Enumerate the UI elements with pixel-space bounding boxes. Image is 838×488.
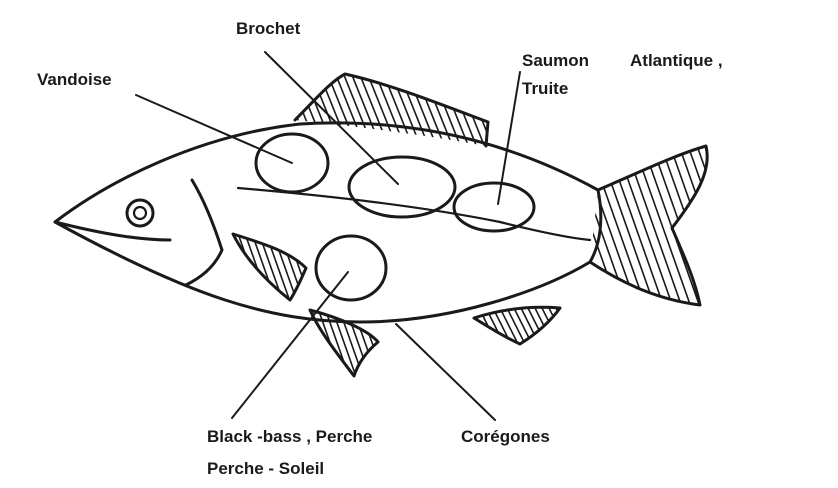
hatch-line (569, 140, 629, 310)
hatch-line (442, 60, 482, 160)
label-coregones: Corégones (461, 427, 550, 446)
hatch-line (249, 225, 279, 310)
hatch-line (357, 300, 387, 385)
hatch-line (266, 60, 306, 160)
hatch-line (713, 140, 773, 310)
hatch-line (596, 140, 656, 310)
eye (127, 200, 153, 226)
leader-coregones (396, 324, 495, 420)
hatch-line (362, 60, 402, 160)
oval-saumon-truite (454, 183, 534, 231)
hatch-line (402, 60, 442, 160)
hatch-line (614, 140, 674, 310)
label-truite: Truite (522, 79, 568, 98)
hatch-line (250, 60, 290, 160)
hatch-line (410, 60, 450, 160)
hatch-line (322, 300, 352, 385)
hatch-line (566, 300, 591, 350)
gill-cover (186, 180, 222, 285)
oval-brochet (349, 157, 455, 217)
hatch-line (274, 60, 314, 160)
hatch-line (370, 60, 410, 160)
pelvic-fin (280, 300, 429, 385)
hatch-line (385, 300, 415, 385)
label-saumon: Saumon (522, 51, 589, 70)
hatch-line (559, 300, 584, 350)
label-perche-soleil: Perche - Soleil (207, 459, 324, 478)
tail-fin (560, 140, 800, 310)
hatch-line (378, 300, 408, 385)
label-vandoise: Vandoise (37, 70, 112, 89)
hatch-line (632, 140, 692, 310)
hatch-line (378, 60, 418, 160)
hatch-line (256, 225, 286, 310)
hatch-line (440, 300, 465, 350)
hatch-line (280, 300, 310, 385)
label-brochet: Brochet (236, 19, 301, 38)
pectoral-fin (200, 225, 349, 310)
hatch-line (573, 300, 598, 350)
lateral-line (238, 188, 590, 240)
hatch-line (580, 300, 605, 350)
hatch-line (298, 225, 328, 310)
label-atlantique: Atlantique , (630, 51, 723, 70)
hatch-line (641, 140, 701, 310)
hatch-line (740, 140, 800, 310)
hatch-line (560, 140, 620, 310)
hatch-line (587, 140, 647, 310)
hatch-line (392, 300, 422, 385)
hatch-line (394, 60, 434, 160)
hatch-line (489, 300, 514, 350)
hatch-line (305, 225, 335, 310)
hatch-line (668, 140, 728, 310)
hatch-line (306, 60, 346, 160)
anal-fin (440, 300, 605, 350)
hatch-line (386, 60, 426, 160)
hatch-line (235, 225, 265, 310)
pectoral-fin-hatching (200, 225, 349, 310)
oval-blackbass-perche (316, 236, 386, 300)
hatch-line (722, 140, 782, 310)
hatch-line (731, 140, 791, 310)
hatch-line (650, 140, 710, 310)
tail-fin-hatching (560, 140, 800, 310)
hatch-line (659, 140, 719, 310)
hatch-line (343, 300, 373, 385)
hatch-line (506, 60, 546, 160)
hatch-line (498, 60, 538, 160)
label-blackbass-perche: Black -bass , Perche (207, 427, 372, 446)
hatch-line (704, 140, 764, 310)
hatch-line (695, 140, 755, 310)
